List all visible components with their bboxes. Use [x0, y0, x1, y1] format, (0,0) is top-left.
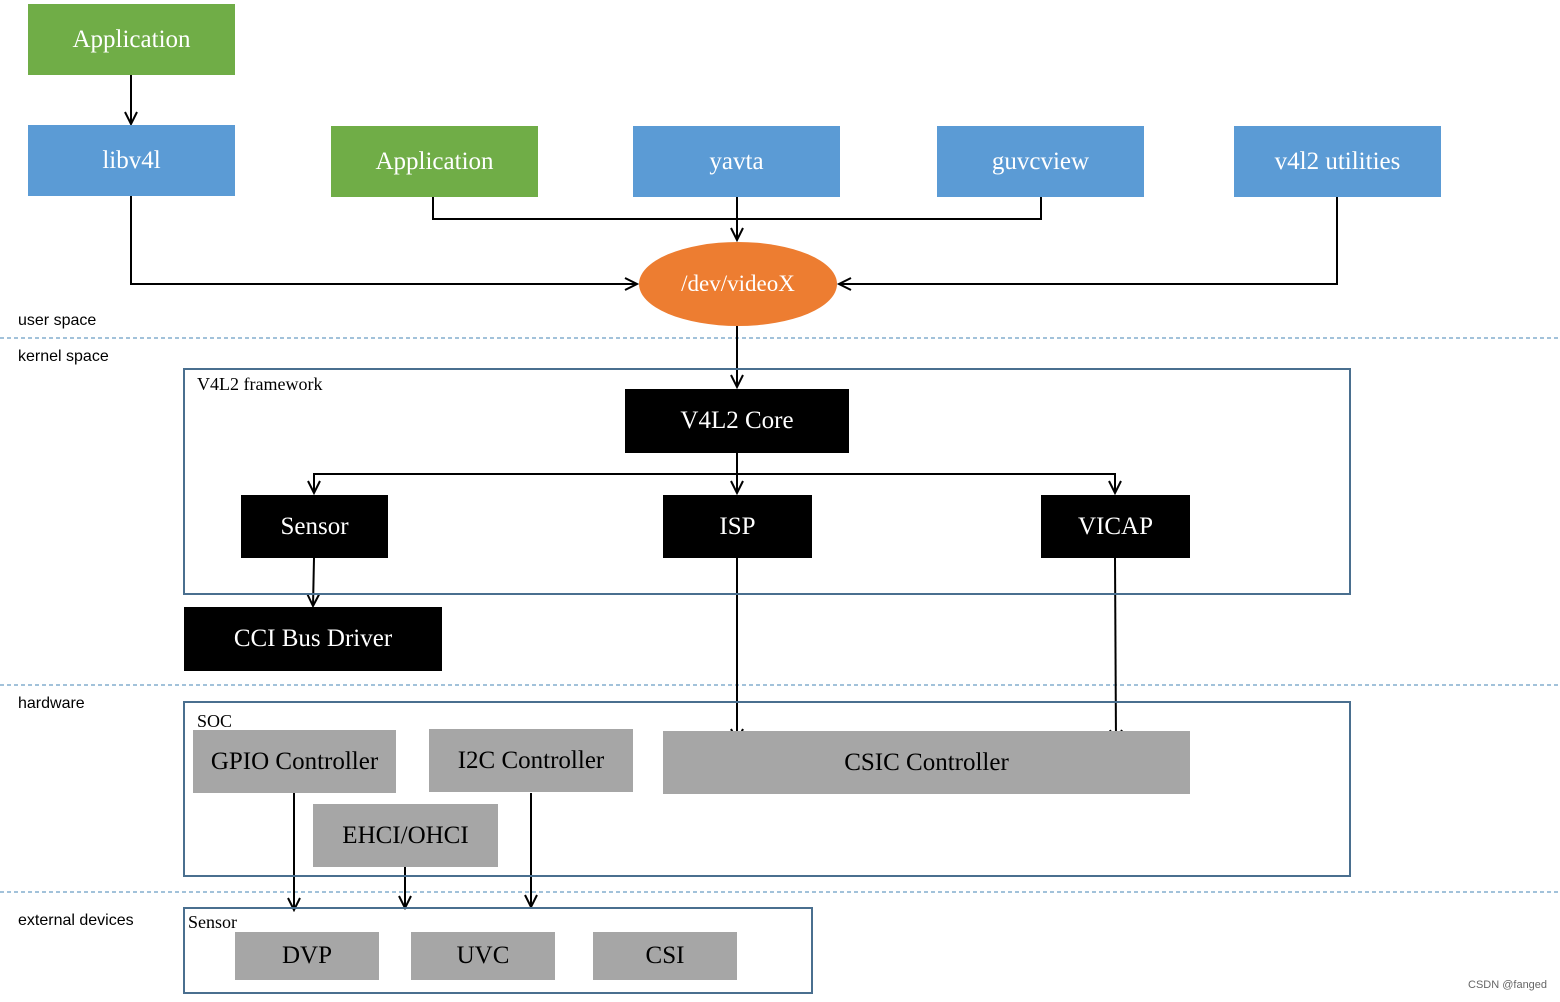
- yavta-node: yavta: [633, 126, 840, 197]
- cci-bus-driver-node: CCI Bus Driver: [184, 607, 442, 671]
- vicap-node: VICAP: [1041, 495, 1190, 558]
- v4l2-framework-label: V4L2 framework: [197, 374, 323, 394]
- arrow-v4l2-utilities-to-dev-video: [839, 197, 1338, 284]
- arrow-core-to-sensor: [314, 473, 737, 493]
- gpio-controller-node: GPIO Controller: [193, 730, 396, 793]
- v4l2-framework-frame: [183, 368, 1351, 595]
- arrow-core-to-vicap: [737, 473, 1115, 493]
- application-node: Application: [331, 126, 538, 197]
- dvp-node: DVP: [235, 932, 379, 980]
- arrow-vicap-to-csic: [1115, 557, 1116, 742]
- ehci-ohci-node: EHCI/OHCI: [313, 804, 498, 867]
- user-space-label: user space: [18, 312, 97, 329]
- external-devices-label: external devices: [18, 912, 134, 929]
- guvcview-node: guvcview: [937, 126, 1144, 197]
- csic-controller-node: CSIC Controller: [663, 731, 1190, 794]
- hardware-label: hardware: [18, 695, 85, 712]
- external-sensor-label: Sensor: [188, 912, 237, 932]
- sensor-driver-node: Sensor: [241, 495, 388, 558]
- v4l2-utilities-node: v4l2 utilities: [1234, 126, 1441, 197]
- soc-label: SOC: [197, 711, 233, 731]
- uvc-node: UVC: [411, 932, 555, 980]
- external-sensor-frame: [183, 907, 813, 994]
- arrow-sensor-to-cci: [313, 557, 314, 606]
- csdn-watermark: CSDN @fanged: [1468, 979, 1548, 991]
- dev-video-node: /dev/videoX: [639, 242, 837, 326]
- kernel-space-label: kernel space: [18, 348, 109, 365]
- i2c-controller-node: I2C Controller: [429, 729, 633, 792]
- csi-node: CSI: [593, 932, 737, 980]
- libv4l-node: libv4l: [28, 125, 235, 196]
- isp-node: ISP: [663, 495, 812, 558]
- arrow-libv4l-to-dev-video: [130, 196, 637, 284]
- v4l2-core-node: V4L2 Core: [625, 389, 849, 453]
- application-top-node: Application: [28, 4, 235, 75]
- soc-frame: [183, 701, 1351, 877]
